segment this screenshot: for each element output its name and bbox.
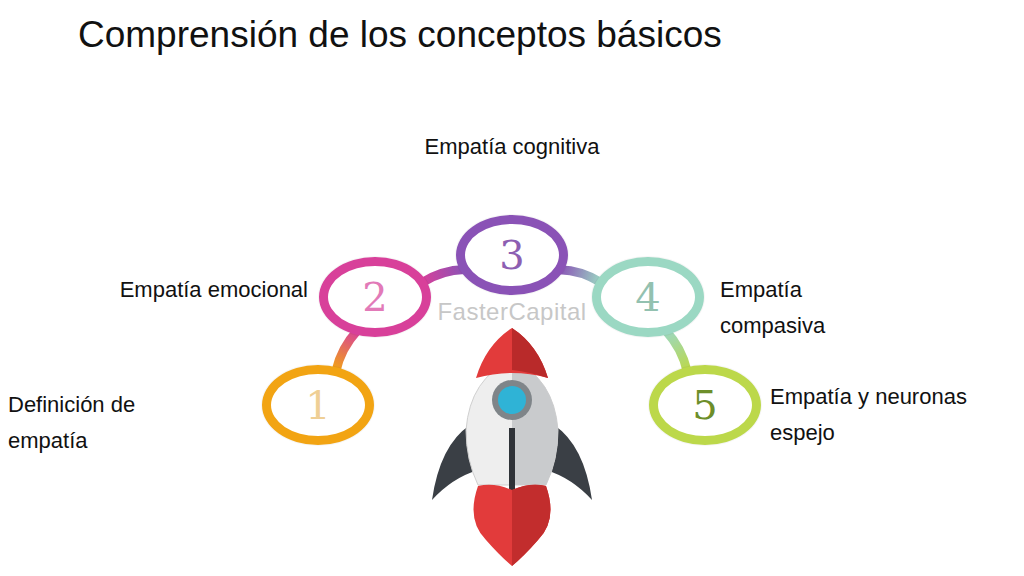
callout-number: 2 bbox=[362, 277, 387, 317]
callout-number: 1 bbox=[305, 385, 330, 425]
ring-connector bbox=[423, 270, 465, 283]
rocket-body-shade bbox=[512, 360, 558, 485]
rocket-center-fin bbox=[509, 428, 515, 494]
ring-connector bbox=[336, 331, 357, 371]
concept-label: Empatía cognitiva bbox=[372, 129, 652, 165]
numbered-ring: 2Empatía emocional bbox=[319, 257, 431, 337]
numbered-ring: 1Definición de empatía bbox=[262, 365, 374, 445]
concept-label: Definición de empatía bbox=[8, 387, 208, 459]
watermark: FasterCapital bbox=[437, 298, 586, 326]
rocket-nose bbox=[476, 328, 548, 378]
rocket-flame-shade bbox=[512, 485, 551, 566]
ring-connector bbox=[666, 331, 687, 371]
rocket-window bbox=[498, 386, 526, 414]
callout-number: 5 bbox=[692, 385, 717, 425]
callout-number: 3 bbox=[499, 235, 524, 275]
numbered-ring: 4Empatía compasiva bbox=[592, 257, 704, 337]
numbered-ring: 3Empatía cognitiva bbox=[456, 215, 568, 295]
rocket-flame bbox=[474, 485, 551, 566]
concept-label: Empatía compasiva bbox=[720, 272, 890, 344]
concept-label: Empatía y neuronas espejo bbox=[770, 379, 1015, 451]
ring-connector bbox=[559, 270, 600, 283]
concept-label: Empatía emocional bbox=[40, 272, 308, 308]
rocket-window-rim bbox=[492, 380, 532, 420]
numbered-ring: 5Empatía y neuronas espejo bbox=[649, 365, 761, 445]
callout-number: 4 bbox=[635, 277, 660, 317]
diagram-title: Comprensión de los conceptos básicos bbox=[78, 14, 722, 56]
rocket-nose-shade bbox=[512, 328, 548, 378]
